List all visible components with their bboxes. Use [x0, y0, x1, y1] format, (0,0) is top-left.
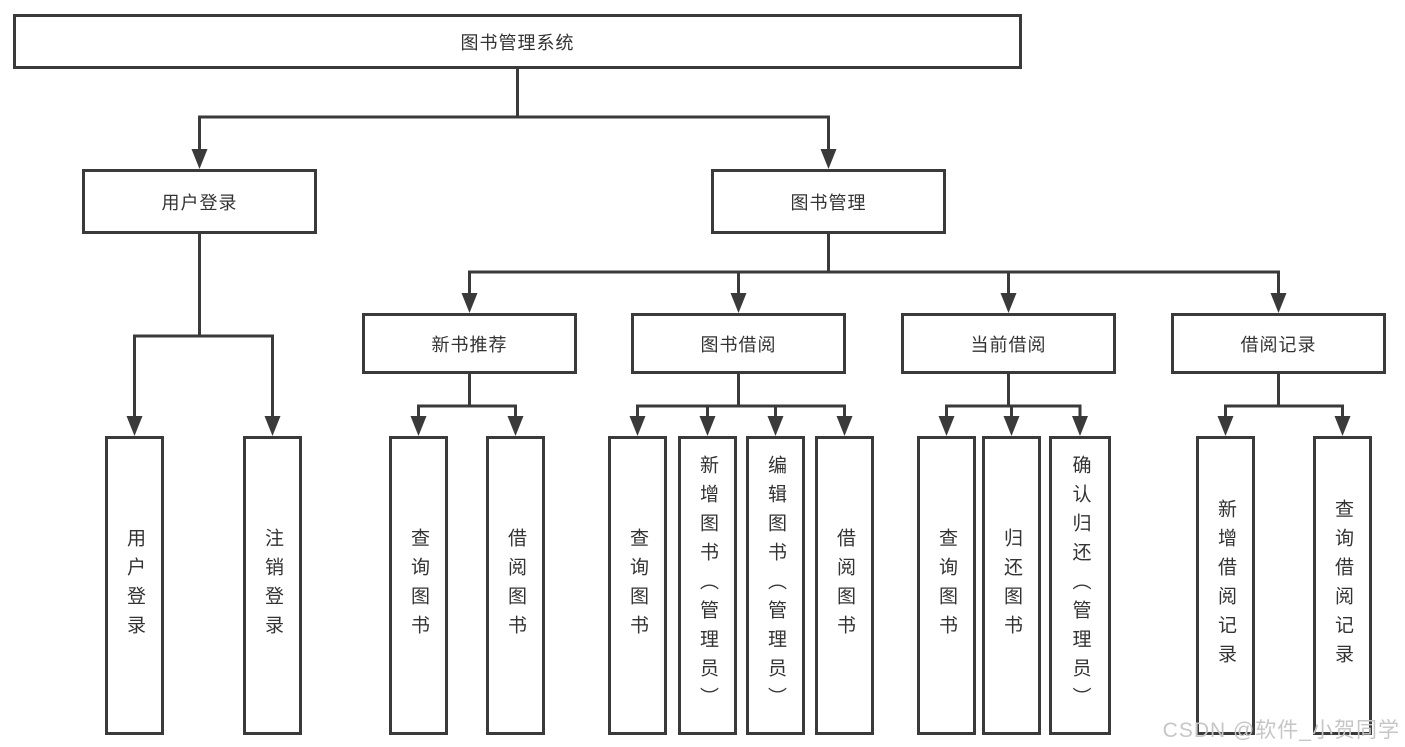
node-book-management: 图书管理	[711, 169, 946, 234]
leaf-add-borrow-record: 新增借阅记录	[1196, 436, 1255, 735]
leaf-borrow-books-1: 借阅图书	[486, 436, 545, 735]
leaf-query-books-2: 查询图书	[608, 436, 667, 735]
leaf-add-books-admin: 新增图书（管理员）	[678, 436, 737, 735]
node-user-login: 用户登录	[82, 169, 317, 234]
node-book-borrow: 图书借阅	[631, 313, 846, 374]
leaf-return-books: 归还图书	[982, 436, 1041, 735]
leaf-user-login: 用户登录	[105, 436, 164, 735]
leaf-confirm-return-admin: 确认归还（管理员）	[1049, 436, 1111, 735]
node-current-borrow: 当前借阅	[901, 313, 1116, 374]
leaf-query-borrow-record: 查询借阅记录	[1313, 436, 1372, 735]
leaf-edit-books-admin: 编辑图书（管理员）	[746, 436, 805, 735]
leaf-query-books-1: 查询图书	[389, 436, 448, 735]
csdn-watermark: CSDN @软件_小贺同学	[1162, 719, 1400, 742]
leaf-borrow-books-2: 借阅图书	[815, 436, 874, 735]
node-new-book-recommend: 新书推荐	[362, 313, 577, 374]
leaf-query-books-3: 查询图书	[917, 436, 976, 735]
node-borrow-records: 借阅记录	[1171, 313, 1386, 374]
leaf-logout: 注销登录	[243, 436, 302, 735]
node-root: 图书管理系统	[13, 14, 1022, 69]
